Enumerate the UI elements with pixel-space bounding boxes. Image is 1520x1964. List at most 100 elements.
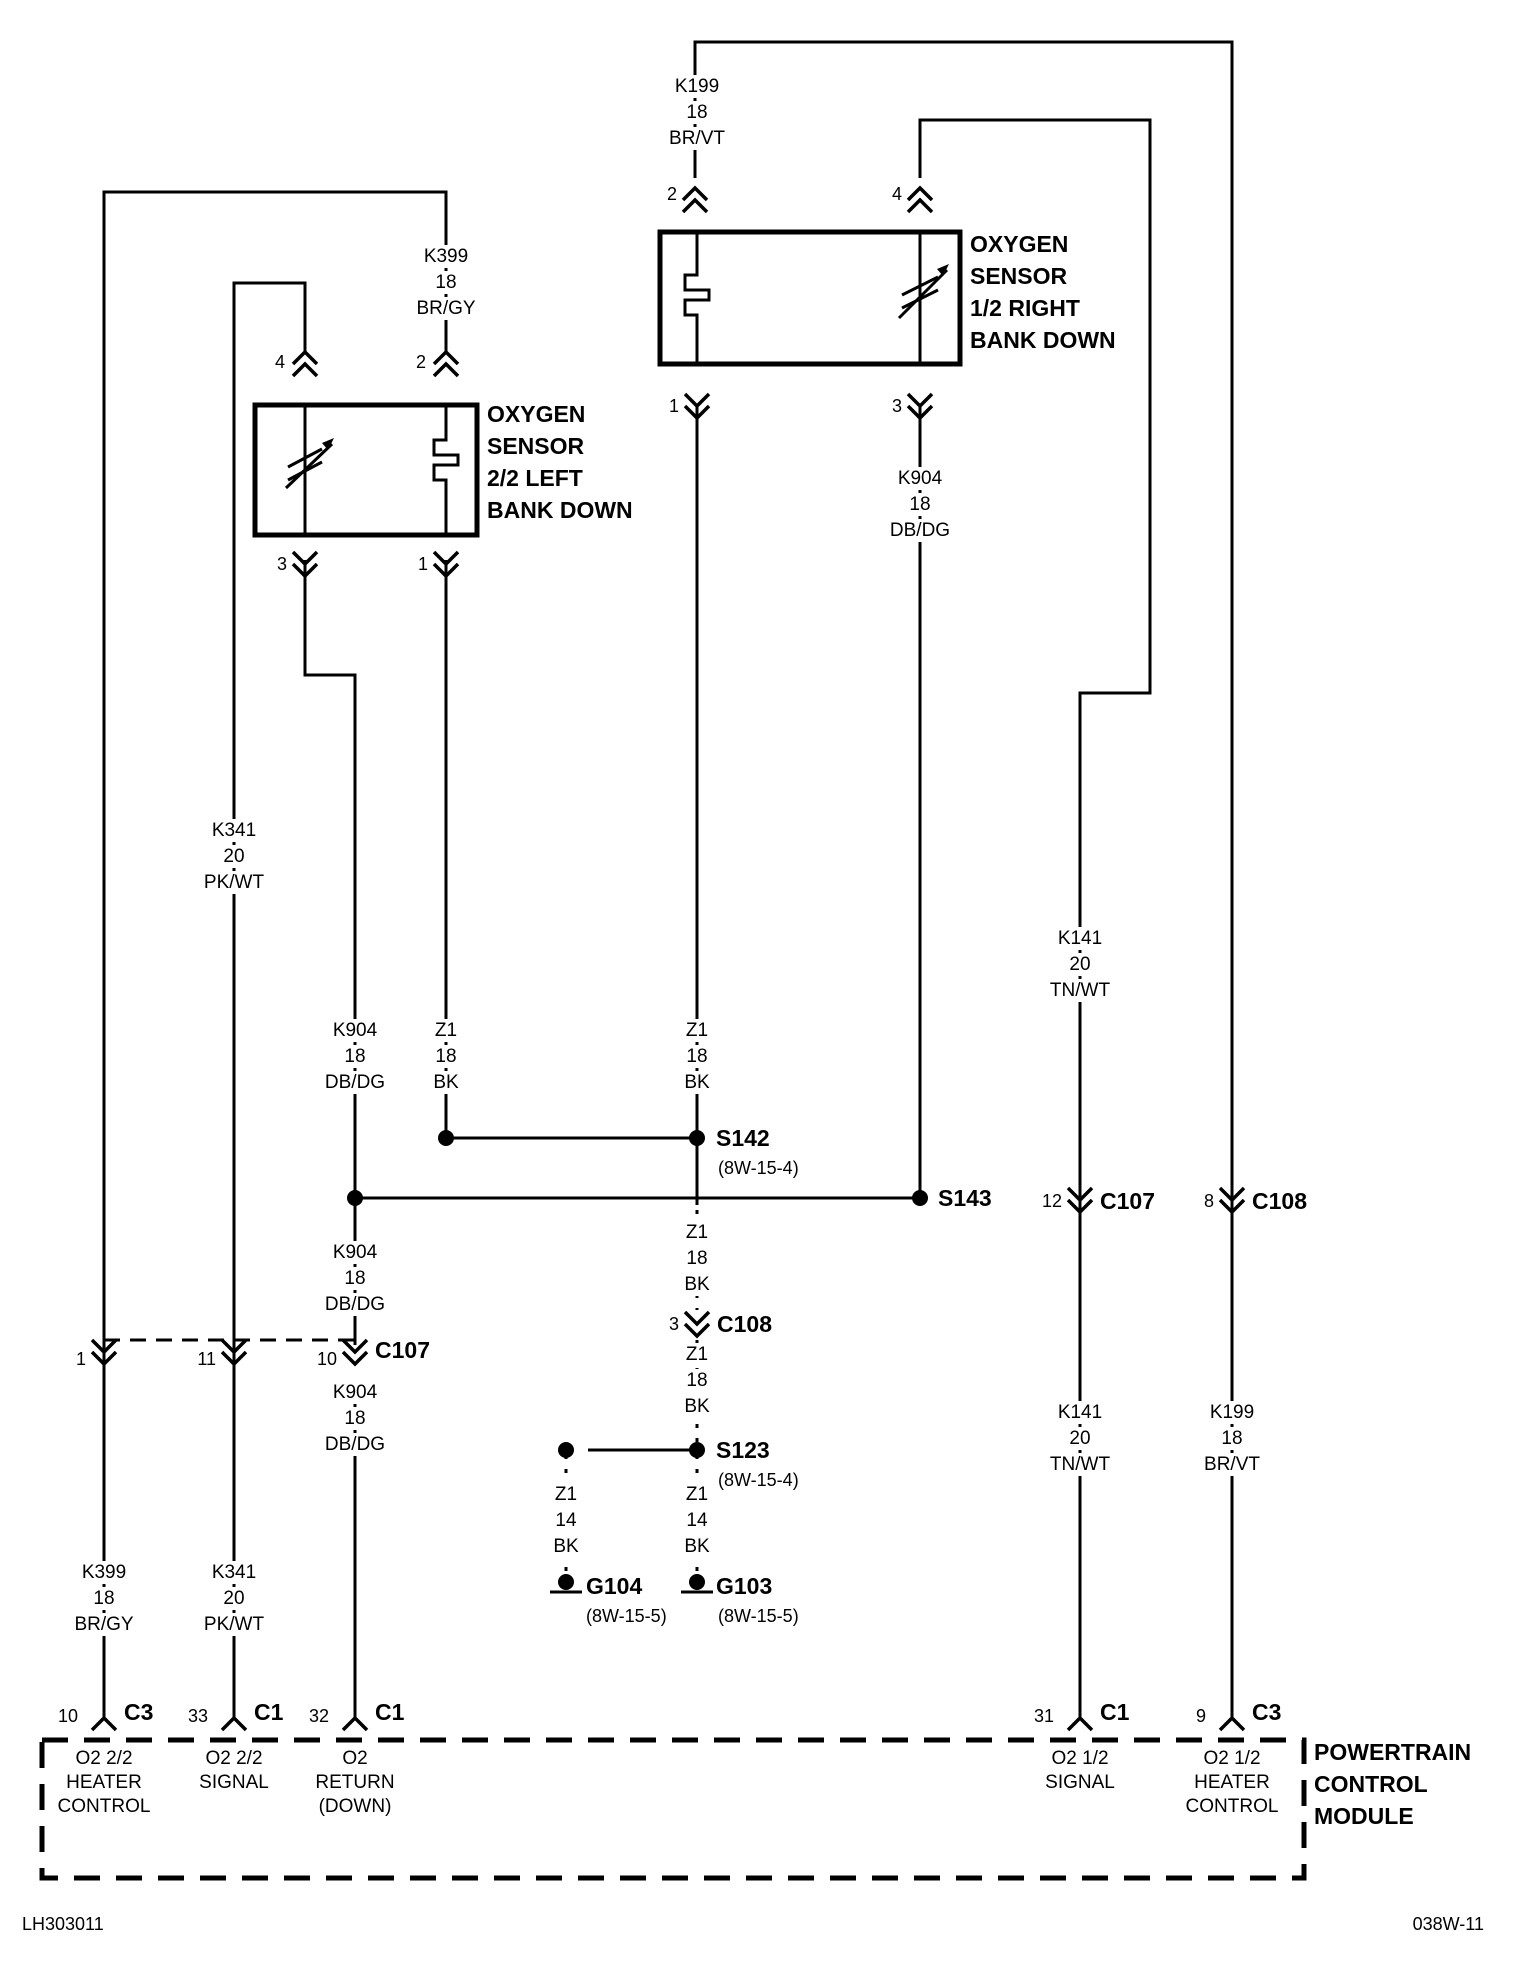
svg-text:Z1: Z1 xyxy=(686,1222,708,1243)
splice-dots xyxy=(347,1130,928,1458)
svg-text:S123: S123 xyxy=(716,1437,770,1463)
heater-right-icon xyxy=(683,232,711,364)
label-halo xyxy=(1054,927,1106,950)
wire-label: K399 18 BR/GY xyxy=(71,1561,137,1636)
svg-text:BR/VT: BR/VT xyxy=(1204,1454,1260,1475)
label-halo xyxy=(90,1587,118,1610)
svg-text:14: 14 xyxy=(686,1510,708,1531)
wire-label: K399 18 BR/GY xyxy=(413,245,479,320)
svg-text:4: 4 xyxy=(275,352,285,372)
wire-label: K904 18 DB/DG xyxy=(321,1381,389,1456)
ground-g104-icon xyxy=(550,1574,582,1594)
svg-text:BK: BK xyxy=(684,1536,710,1557)
svg-text:2: 2 xyxy=(667,184,677,204)
pcm-pin-32: 32 C1 O2 RETURN (DOWN) xyxy=(309,1699,405,1817)
svg-text:1: 1 xyxy=(418,554,428,574)
ground-g103-icon xyxy=(681,1574,713,1594)
svg-text:TN/WT: TN/WT xyxy=(1050,1454,1111,1475)
label-halo xyxy=(683,101,711,124)
svg-text:OXYGEN: OXYGEN xyxy=(487,401,585,427)
svg-text:Z1: Z1 xyxy=(686,1484,708,1505)
svg-text:Z1: Z1 xyxy=(686,1020,708,1041)
sensor-right-label: OXYGEN SENSOR 1/2 RIGHT BANK DOWN xyxy=(970,231,1116,353)
label-halo xyxy=(432,271,460,294)
label-halo xyxy=(71,1613,137,1636)
variable-resistor-left-icon xyxy=(284,405,334,535)
svg-text:K199: K199 xyxy=(1210,1402,1254,1423)
svg-text:O2: O2 xyxy=(342,1748,367,1769)
label-halo xyxy=(682,1221,712,1244)
svg-text:20: 20 xyxy=(223,846,244,867)
svg-text:33: 33 xyxy=(188,1706,208,1726)
wire-label: K141 20 TN/WT xyxy=(1046,1401,1114,1476)
label-halo xyxy=(551,1483,581,1506)
label-halo xyxy=(413,297,479,320)
svg-text:C108: C108 xyxy=(1252,1188,1307,1214)
ground-g104: G104 (8W-15-5) xyxy=(586,1573,667,1626)
svg-text:SENSOR: SENSOR xyxy=(970,263,1068,289)
svg-text:1: 1 xyxy=(76,1349,86,1369)
svg-text:K141: K141 xyxy=(1058,928,1102,949)
label-halo xyxy=(1206,1401,1258,1424)
label-halo xyxy=(1046,979,1114,1002)
svg-text:BK: BK xyxy=(684,1072,710,1093)
label-halo xyxy=(1046,1453,1114,1476)
svg-text:18: 18 xyxy=(1221,1428,1242,1449)
label-halo xyxy=(321,1071,389,1094)
svg-text:HEATER: HEATER xyxy=(66,1772,142,1793)
svg-text:RETURN: RETURN xyxy=(315,1772,394,1793)
variable-resistor-right-icon xyxy=(897,232,949,364)
label-halo xyxy=(78,1561,130,1584)
svg-text:C3: C3 xyxy=(1252,1699,1281,1725)
svg-text:20: 20 xyxy=(223,1588,244,1609)
svg-text:C107: C107 xyxy=(1100,1188,1155,1214)
wire-label: Z1 18 BK xyxy=(430,1019,462,1094)
svg-text:Z1: Z1 xyxy=(555,1484,577,1505)
svg-text:9: 9 xyxy=(1196,1706,1206,1726)
oxygen-sensor-right-box[interactable] xyxy=(657,229,963,367)
svg-text:11: 11 xyxy=(197,1349,216,1369)
svg-text:C108: C108 xyxy=(717,1311,772,1337)
oxygen-sensor-left-box[interactable] xyxy=(252,402,480,538)
label-halo xyxy=(671,75,723,98)
powertrain-control-module-box[interactable] xyxy=(39,1737,1307,1881)
sensor-left-label: OXYGEN SENSOR 2/2 LEFT BANK DOWN xyxy=(487,401,633,523)
pcm-pin-31: 31 C1 O2 1/2 SIGNAL xyxy=(1034,1699,1130,1793)
wire-k141 xyxy=(918,118,1152,1718)
label-halo xyxy=(200,871,268,894)
label-halo xyxy=(682,1483,712,1506)
svg-text:S143: S143 xyxy=(938,1185,992,1211)
label-halo xyxy=(683,1247,711,1270)
svg-text:DB/DG: DB/DG xyxy=(325,1294,385,1315)
svg-text:C3: C3 xyxy=(124,1699,153,1725)
label-halo xyxy=(682,1343,712,1366)
label-halo xyxy=(552,1509,580,1532)
svg-text:K341: K341 xyxy=(212,820,256,841)
inline-connector-chevrons xyxy=(90,1186,1246,1367)
svg-text:K904: K904 xyxy=(333,1242,378,1263)
splice-s123: S123 (8W-15-4) xyxy=(716,1437,799,1490)
wire-label: K341 20 PK/WT xyxy=(200,1561,268,1636)
svg-text:BK: BK xyxy=(433,1072,459,1093)
svg-text:20: 20 xyxy=(1069,1428,1090,1449)
label-halo xyxy=(200,1613,268,1636)
svg-text:18: 18 xyxy=(686,1248,707,1269)
connector-c108-right: 8 C108 xyxy=(1204,1188,1307,1214)
label-halo xyxy=(341,1407,369,1430)
wire-label: Z1 18 BK xyxy=(681,1343,713,1418)
label-halo xyxy=(1054,1401,1106,1424)
label-halo xyxy=(681,1071,713,1094)
wire-label: Z1 18 BK xyxy=(681,1019,713,1094)
sensor-connector-chevrons xyxy=(291,185,934,579)
label-halo xyxy=(681,1273,713,1296)
wire-label: K904 18 DB/DG xyxy=(321,1241,389,1316)
label-halo xyxy=(1066,953,1094,976)
splice-s143: S143 xyxy=(938,1185,992,1211)
label-halo xyxy=(666,127,729,150)
svg-text:1: 1 xyxy=(669,396,679,416)
svg-text:C107: C107 xyxy=(375,1337,430,1363)
svg-text:SENSOR: SENSOR xyxy=(487,433,585,459)
svg-text:G103: G103 xyxy=(716,1573,772,1599)
svg-text:8: 8 xyxy=(1204,1191,1214,1211)
svg-text:OXYGEN: OXYGEN xyxy=(970,231,1068,257)
